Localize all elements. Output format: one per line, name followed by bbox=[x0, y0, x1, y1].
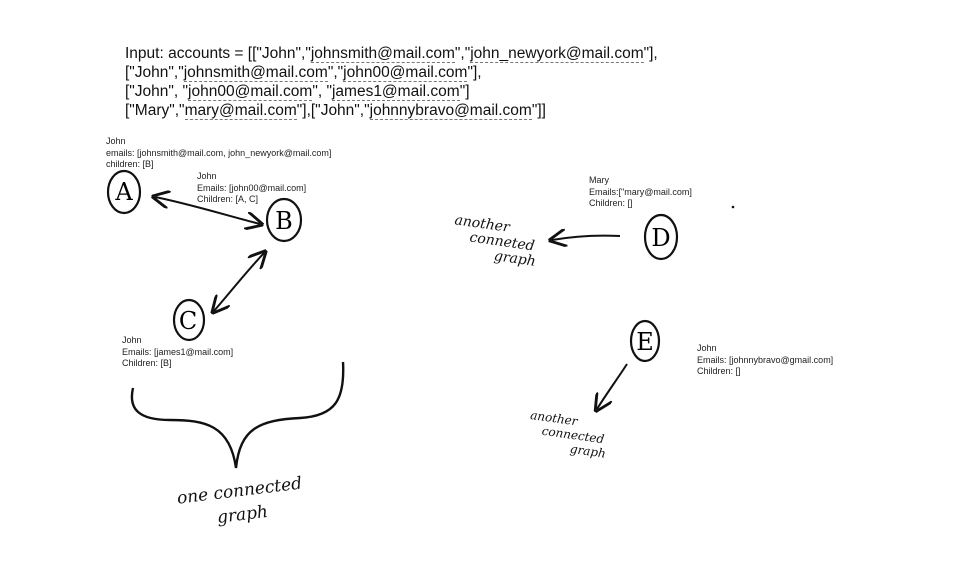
node-c-emails: Emails: [james1@mail.com] bbox=[122, 346, 234, 357]
node-d-name: Mary bbox=[589, 175, 609, 185]
node-b-name: John bbox=[197, 171, 217, 181]
input-line: ["John", "john00@mail.com", "james1@mail… bbox=[125, 83, 470, 101]
input-email: johnsmith@mail.com bbox=[183, 64, 328, 82]
input-line: ["John","johnsmith@mail.com","john00@mai… bbox=[125, 64, 482, 82]
node-d-label: D bbox=[651, 224, 670, 252]
arrow-e-to-graph bbox=[597, 363, 628, 409]
node-e-info: John Emails: [johnnybravo@gmail.com] Chi… bbox=[697, 343, 833, 378]
stray-dot bbox=[731, 205, 735, 209]
input-line: ["Mary","mary@mail.com"],["John","johnny… bbox=[125, 102, 546, 120]
node-c-label: C bbox=[179, 307, 197, 335]
node-a-name: John bbox=[106, 136, 126, 146]
input-email: james1@mail.com bbox=[331, 83, 460, 101]
input-email: john00@mail.com bbox=[343, 64, 468, 82]
node-c-info: John Emails: [james1@mail.com] Children:… bbox=[122, 335, 233, 370]
input-email: johnsmith@mail.com bbox=[310, 45, 455, 63]
node-b-info: John Emails: [john00@mail.com] Children:… bbox=[197, 171, 306, 206]
node-a-emails: emails: [johnsmith@mail.com, john_newyor… bbox=[106, 147, 332, 158]
node-b-emails: Emails: [john00@mail.com] bbox=[197, 182, 307, 193]
edge-b-c bbox=[214, 253, 264, 311]
node-b: B bbox=[265, 197, 303, 243]
node-a-children: children: [B] bbox=[106, 159, 154, 169]
node-e: E bbox=[629, 319, 661, 363]
curly-brace bbox=[130, 361, 345, 469]
input-email: john00@mail.com bbox=[188, 83, 313, 101]
node-e-emails: Emails: [johnnybravo@gmail.com] bbox=[697, 354, 834, 365]
node-c-children: Children: [B] bbox=[122, 358, 172, 368]
input-email: johnnybravo@mail.com bbox=[369, 102, 532, 120]
node-a: A bbox=[106, 169, 142, 215]
edge-a-b bbox=[155, 197, 260, 224]
input-accounts: Input: accounts = [["John","johnsmith@ma… bbox=[125, 44, 658, 120]
node-d-info: Mary Emails:["mary@mail.com] Children: [… bbox=[589, 175, 692, 210]
node-d-emails: Emails:["mary@mail.com] bbox=[589, 186, 692, 197]
input-email: mary@mail.com bbox=[184, 102, 297, 120]
node-e-label: E bbox=[636, 328, 654, 356]
node-e-name: John bbox=[697, 343, 717, 353]
node-b-children: Children: [A, C] bbox=[197, 194, 259, 204]
node-d-children: Children: [] bbox=[589, 198, 633, 208]
node-c-name: John bbox=[122, 335, 142, 345]
arrow-d-to-graph bbox=[552, 236, 621, 240]
node-a-info: John emails: [johnsmith@mail.com, john_n… bbox=[106, 136, 331, 171]
input-line: Input: accounts = [["John","johnsmith@ma… bbox=[125, 45, 658, 63]
node-c: C bbox=[172, 298, 206, 342]
node-e-children: Children: [] bbox=[697, 366, 741, 376]
node-d: D bbox=[643, 213, 679, 261]
input-email: john_newyork@mail.com bbox=[470, 45, 644, 63]
node-b-label: B bbox=[275, 207, 293, 235]
node-a-label: A bbox=[114, 178, 133, 206]
